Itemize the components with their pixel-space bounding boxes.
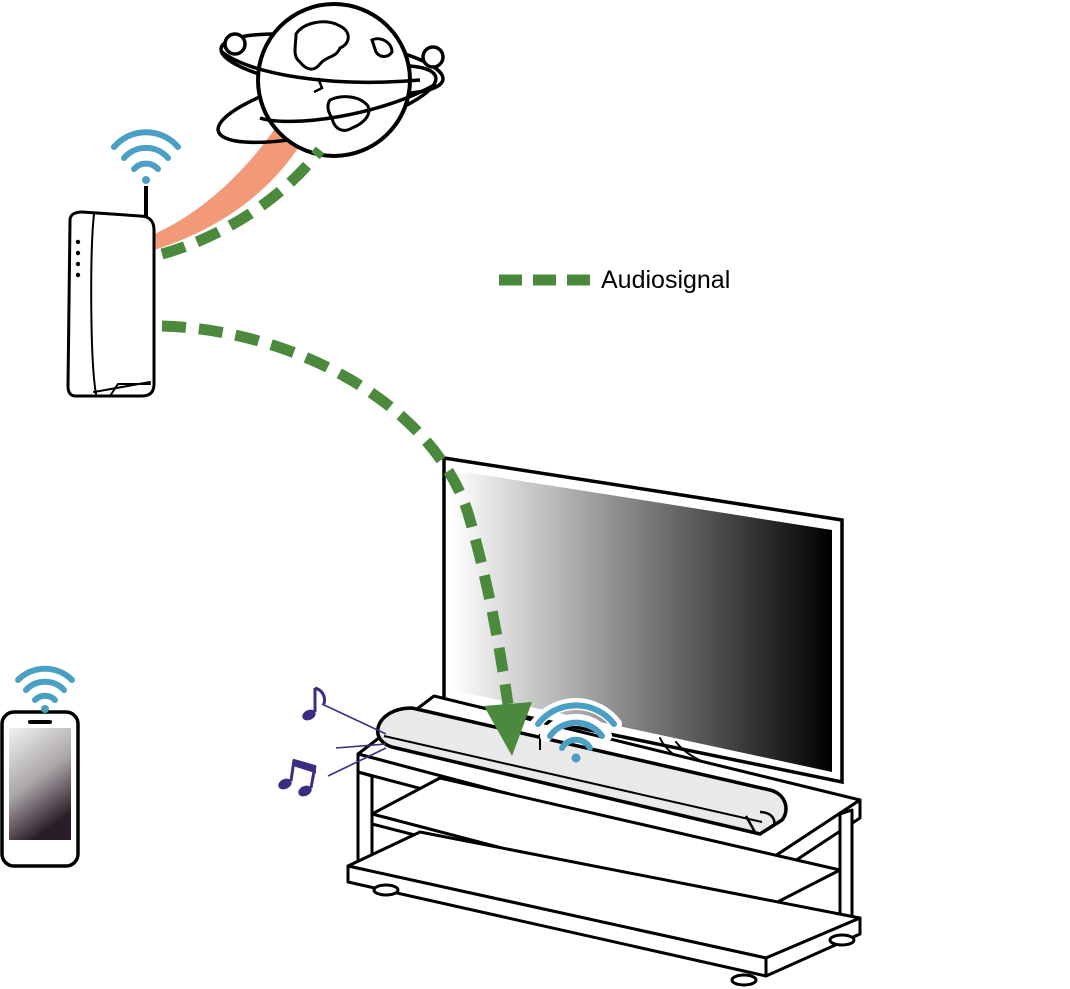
router-icon — [66, 186, 156, 398]
music-note-icon — [302, 686, 326, 721]
wifi-icon — [15, 665, 75, 713]
legend-label: Audiosignal — [601, 266, 730, 294]
smartphone-icon — [0, 710, 80, 868]
audio-signal-arrowhead — [484, 702, 532, 756]
music-note-icon — [278, 758, 317, 797]
wifi-icon — [530, 698, 622, 763]
wifi-icon — [111, 129, 181, 184]
soundbar-icon — [321, 703, 788, 836]
audio-signal-internet — [160, 146, 325, 260]
internet-link — [150, 118, 310, 250]
tv-icon — [442, 455, 844, 785]
globe-icon — [216, 2, 445, 158]
audio-signal-soundbar — [161, 320, 514, 705]
legend: Audiosignal — [499, 266, 730, 294]
